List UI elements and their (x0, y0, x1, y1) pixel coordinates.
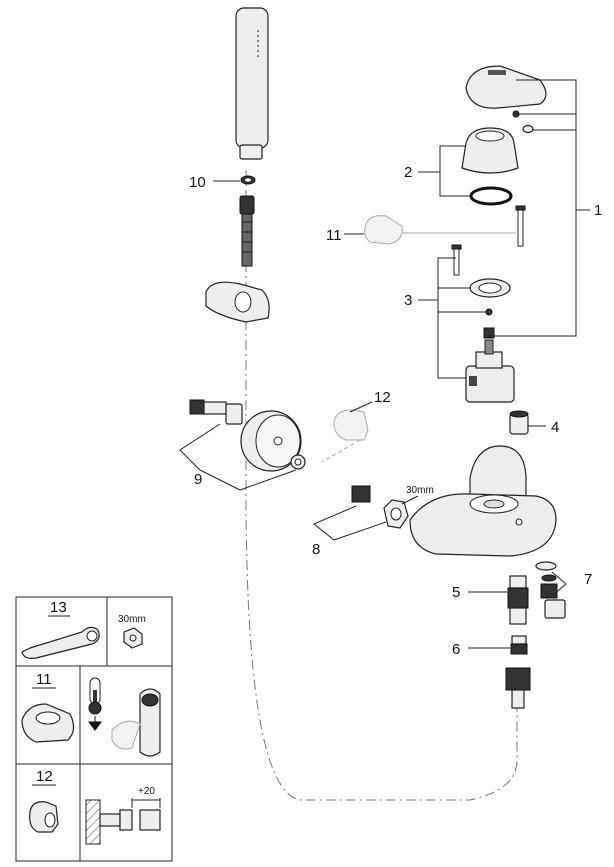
bracket-1 (488, 79, 590, 337)
cartridge-spindle (483, 327, 495, 339)
flange-washer (290, 454, 306, 470)
handle-cap (522, 124, 534, 134)
nut-size-label: 30mm (406, 485, 434, 496)
hose-nipple (505, 667, 531, 709)
shower-hose (239, 195, 255, 267)
legend-row-11: 11 (21, 671, 161, 757)
callout-1: 1 (594, 202, 602, 219)
cartridge-cap (509, 410, 529, 435)
extension-fitting (333, 409, 369, 441)
hex-nut-icon (123, 627, 143, 649)
extension-assembly-icon (99, 809, 161, 831)
cover-cap (461, 127, 519, 174)
temperature-limiter-icon (21, 703, 75, 743)
legend-11-number: 11 (36, 671, 52, 688)
retaining-screws (451, 205, 526, 276)
mixer-lever-icon (111, 688, 161, 757)
wall-holder (205, 281, 270, 323)
legend-12-number: 12 (36, 768, 53, 785)
callout-12: 12 (374, 389, 391, 406)
callout-6: 6 (452, 641, 460, 658)
legend-12-offset-label: +20 (138, 786, 155, 797)
callout-11: 11 (326, 227, 342, 244)
lever-handle (465, 65, 547, 109)
bracket-3 (418, 257, 486, 379)
union-nut (383, 499, 409, 529)
hand-shower (235, 7, 269, 160)
o-ring (469, 186, 513, 206)
legend-row-12: 12 +20 (29, 768, 161, 845)
legend-row-13: 13 30mm (21, 599, 146, 659)
dimension-marker (131, 798, 161, 808)
diverter (507, 575, 529, 625)
shower-washer (240, 175, 256, 185)
callout-9: 9 (194, 471, 202, 488)
cartridge-screw (485, 308, 493, 316)
callout-7: 7 (584, 571, 592, 588)
temperature-limiter (364, 215, 403, 245)
bracket-9 (179, 423, 297, 491)
hose-route-line (245, 300, 518, 801)
check-valve (510, 635, 528, 655)
wrench-icon (21, 626, 100, 659)
aerator (535, 561, 566, 619)
legend-13-nut-label: 30mm (118, 614, 146, 625)
cartridge (465, 339, 515, 403)
cartridge-ring (469, 278, 511, 298)
callout-3: 3 (404, 292, 412, 309)
bracket-2 (418, 145, 472, 197)
callout-4: 4 (551, 419, 559, 436)
bracket-8 (313, 505, 387, 541)
mixer-body (409, 445, 557, 557)
extension-fitting-icon (29, 801, 59, 833)
wall-section-icon (85, 799, 101, 845)
thermometer-icon (88, 677, 102, 715)
wall-flange (240, 410, 302, 472)
legend-13-number: 13 (50, 599, 67, 616)
callout-2: 2 (404, 164, 412, 181)
union-connector (351, 485, 371, 503)
wall-connector (189, 399, 243, 425)
callout-10: 10 (189, 174, 206, 191)
callout-8: 8 (312, 541, 320, 558)
arrow-down-icon (88, 716, 102, 731)
callout-5: 5 (452, 584, 460, 601)
